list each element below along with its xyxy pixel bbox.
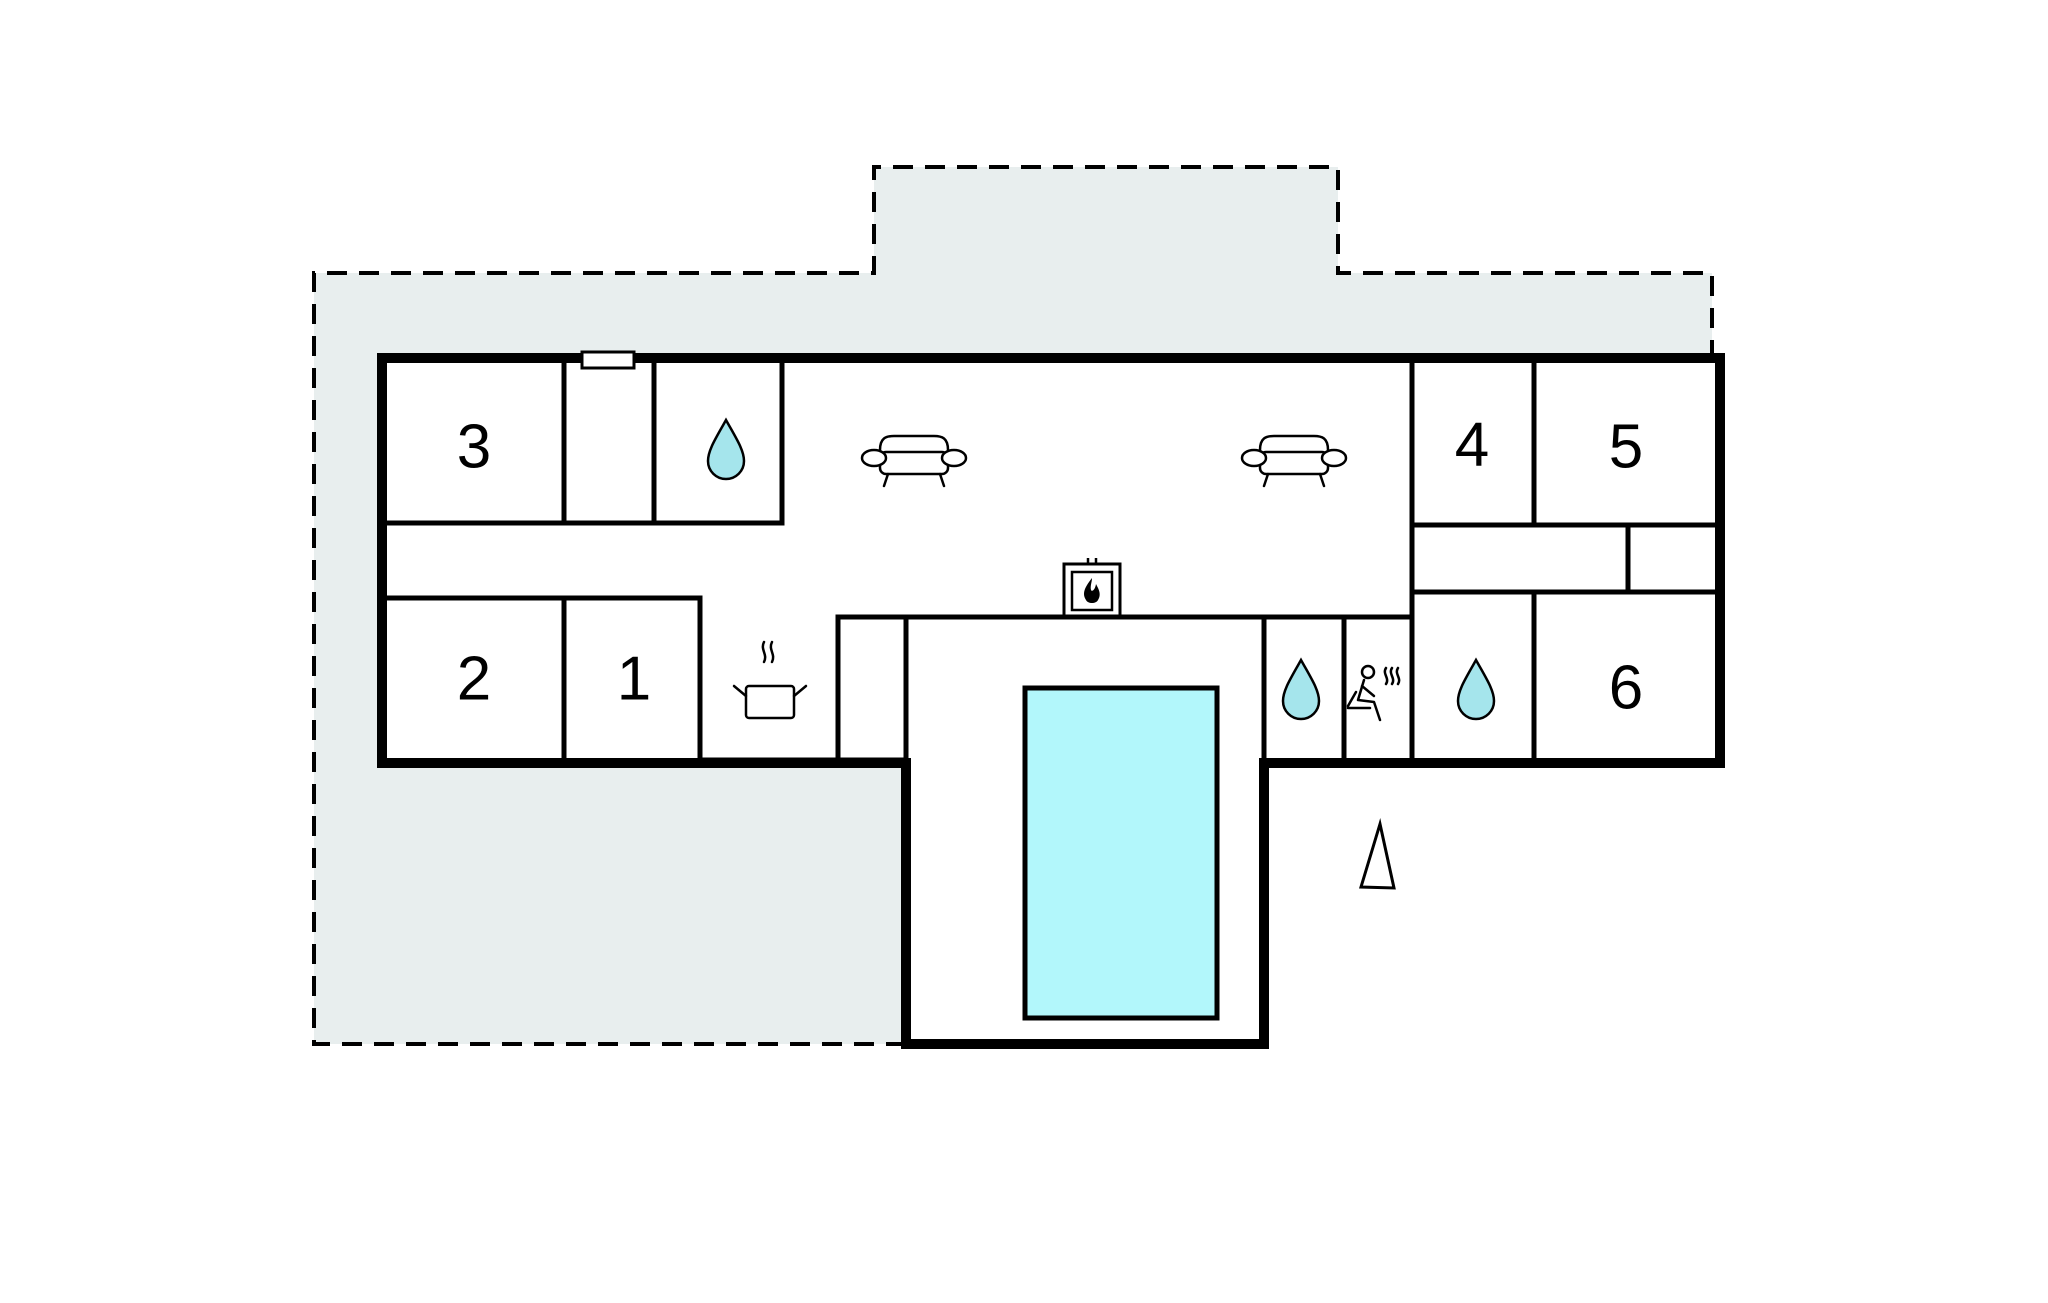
bedroom-4-label: 4 — [1455, 411, 1489, 480]
bedroom-5-label: 5 — [1609, 413, 1643, 482]
water-drop-icon — [706, 417, 746, 481]
window — [580, 350, 636, 370]
water-drop-icon — [1456, 657, 1496, 721]
sauna-icon — [1346, 664, 1401, 722]
bedroom-2-label: 2 — [457, 645, 491, 714]
exterior-walls — [377, 353, 1725, 1049]
bedroom-3-label: 3 — [457, 413, 491, 482]
cooking-pot-icon — [732, 640, 808, 720]
terrace-area — [314, 167, 1712, 1044]
sofa-icon — [860, 434, 968, 488]
north-arrow-icon — [1358, 818, 1396, 890]
sofa-icon — [1240, 434, 1348, 488]
bedroom-6-label: 6 — [1609, 654, 1643, 723]
fireplace-icon — [1062, 558, 1122, 618]
interior-walls — [381, 360, 1721, 763]
terrace-outline — [312, 165, 1714, 1046]
water-drop-icon — [1281, 657, 1321, 721]
bedroom-1-label: 1 — [617, 645, 651, 714]
swimming-pool — [1022, 685, 1220, 1021]
